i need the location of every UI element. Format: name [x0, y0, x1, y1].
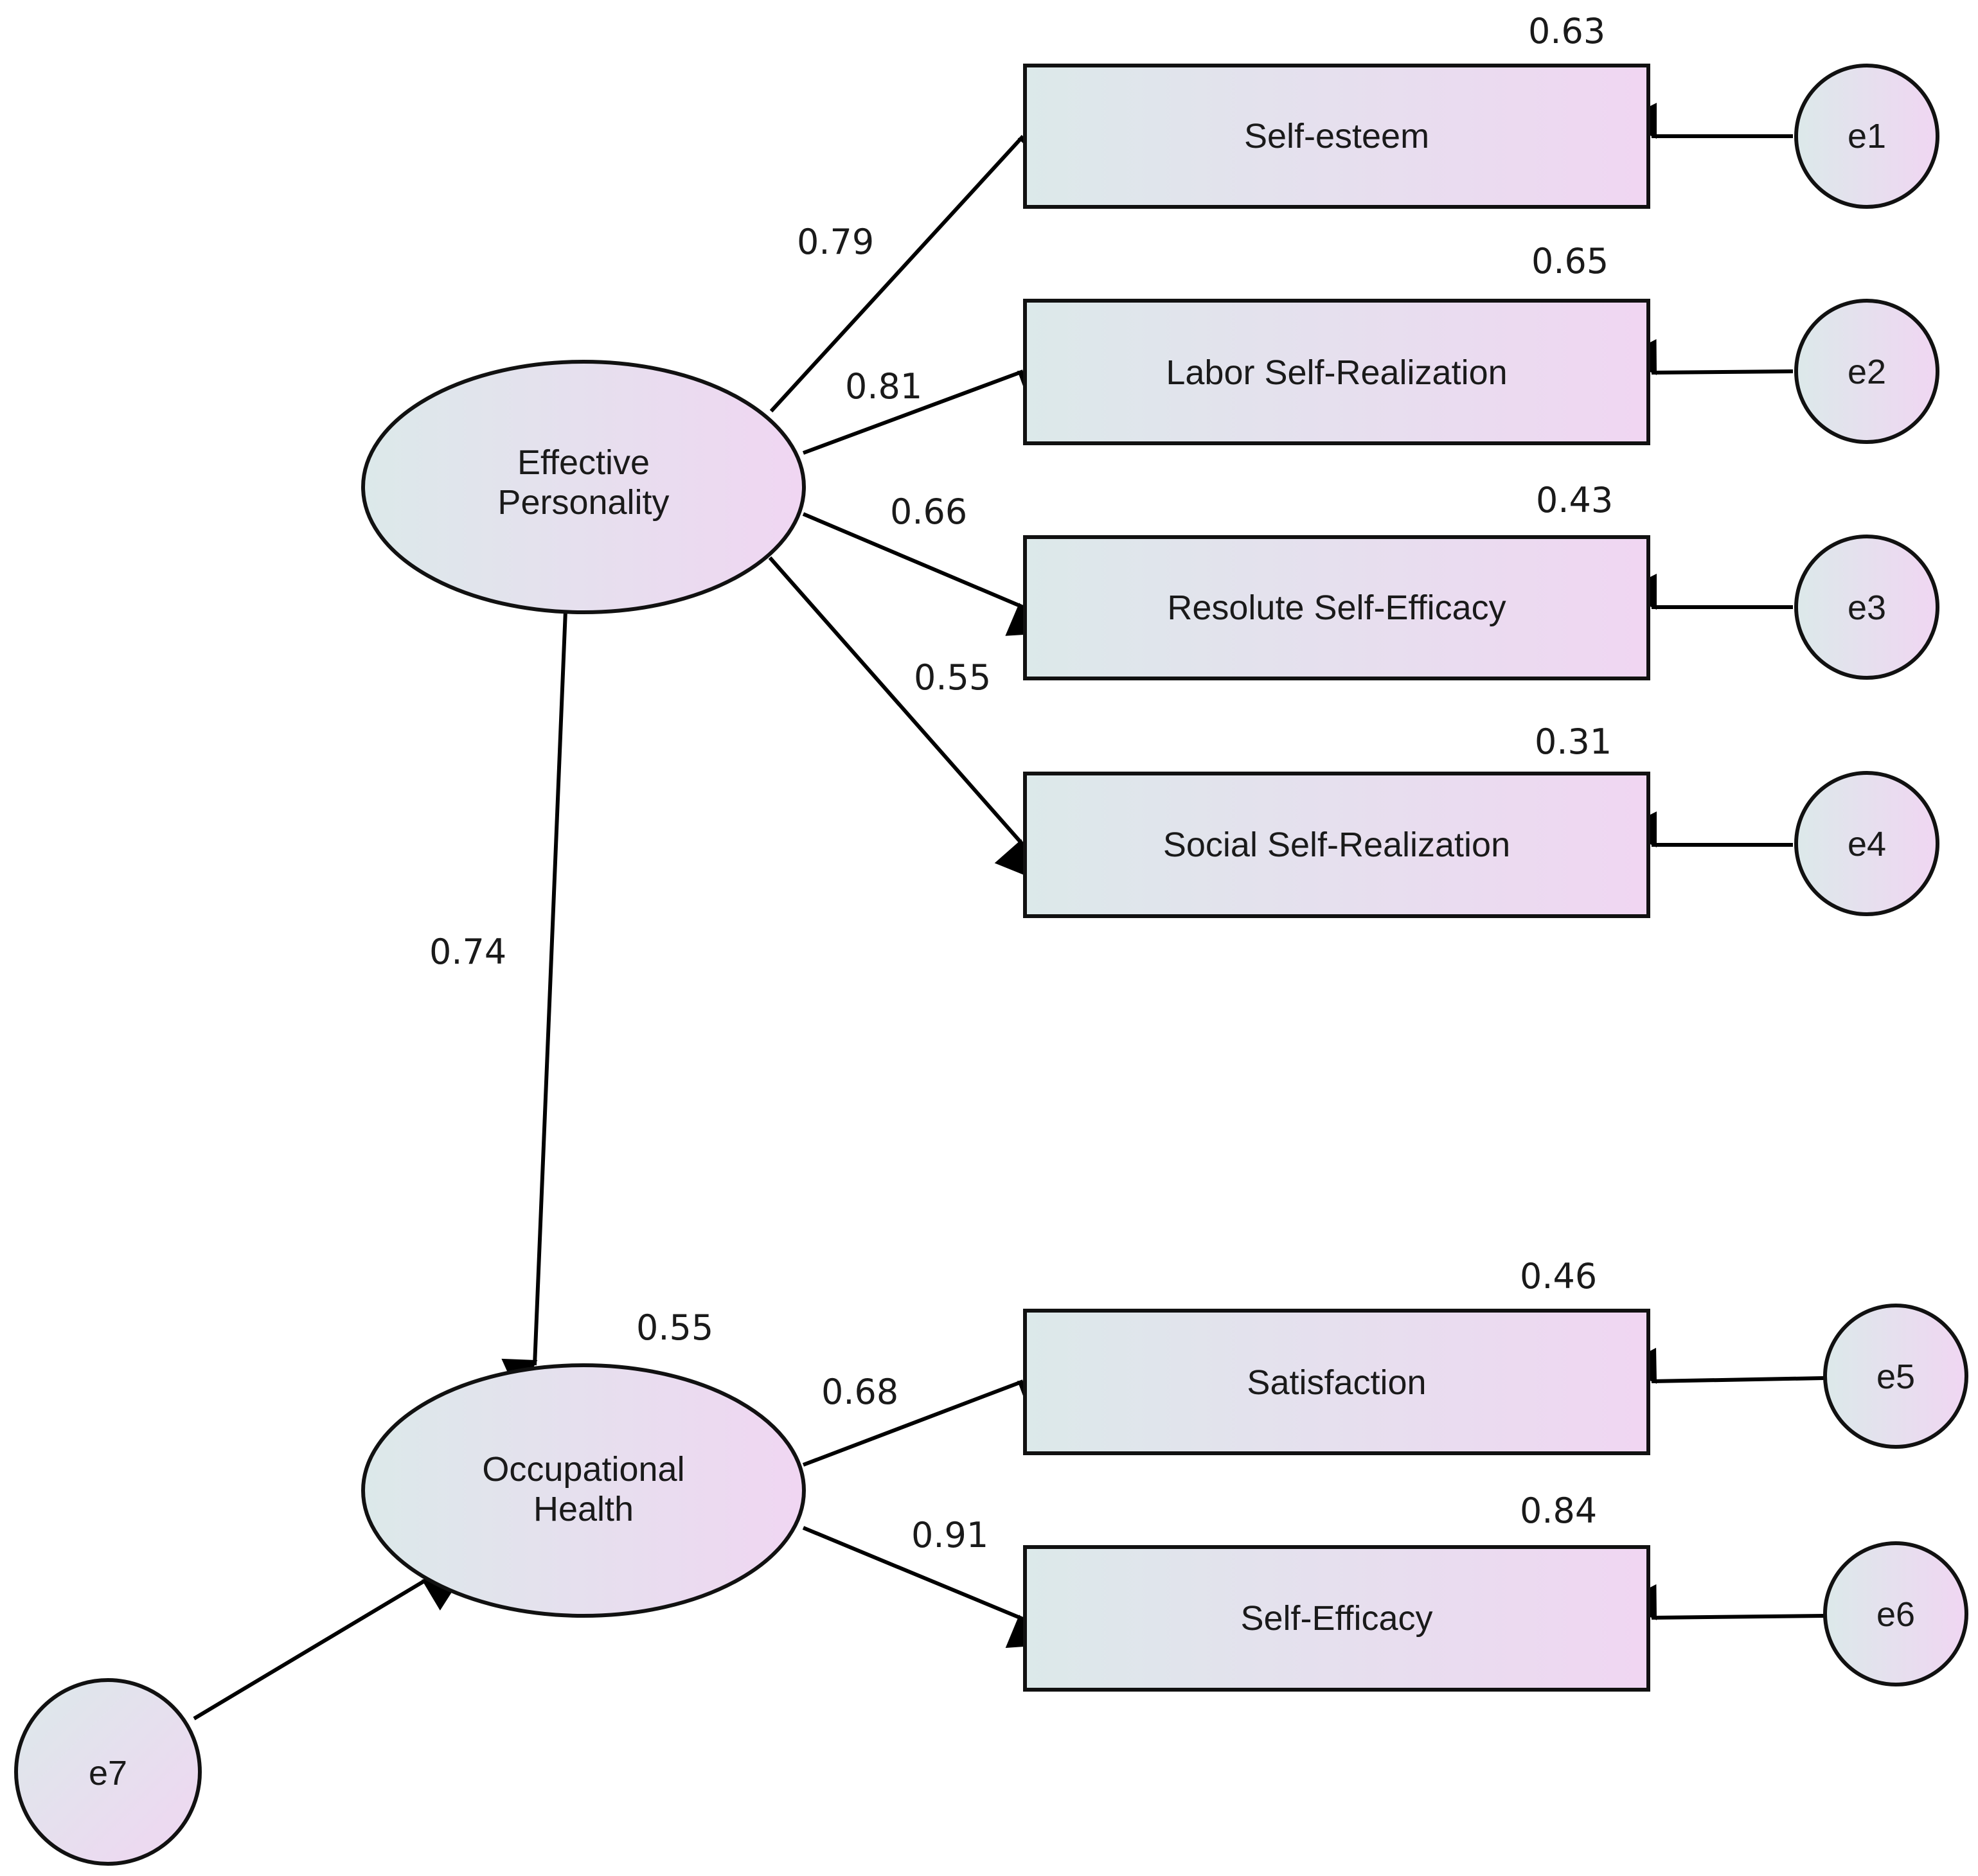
- loading-self-esteem: 0.79: [797, 222, 874, 262]
- r2-labor-self-realization: 0.65: [1531, 241, 1608, 281]
- latent-effective-personality-label-line2: Personality: [497, 483, 669, 522]
- path-coefficient-ep-oh: 0.74: [429, 932, 506, 972]
- indicator-satisfaction-label: Satisfaction: [1247, 1363, 1426, 1402]
- loading-self-efficacy: 0.91: [911, 1515, 988, 1555]
- indicator-social-self-realization: Social Self-Realization: [1023, 772, 1650, 918]
- indicator-self-efficacy: Self-Efficacy: [1023, 1545, 1650, 1692]
- error-e1: e1: [1794, 64, 1939, 209]
- indicator-self-esteem-label: Self-esteem: [1244, 117, 1429, 155]
- indicator-resolute-self-efficacy: Resolute Self-Efficacy: [1023, 535, 1650, 680]
- error-e7-label: e7: [89, 1754, 127, 1792]
- latent-occupational-health-label-line1: Occupational: [482, 1450, 684, 1489]
- latent-effective-personality: Effective Personality: [361, 360, 806, 614]
- path-oh-to-satisfaction: [802, 1379, 1058, 1467]
- indicator-self-efficacy-label: Self-Efficacy: [1240, 1599, 1432, 1638]
- r2-occupational-health: 0.55: [636, 1307, 713, 1348]
- latent-occupational-health-label-line2: Health: [533, 1490, 634, 1528]
- r2-self-efficacy: 0.84: [1520, 1491, 1597, 1531]
- path-e7-to-occupational-health: [193, 1576, 462, 1721]
- path-oh-to-self-efficacy: [802, 1526, 1046, 1648]
- latent-occupational-health: Occupational Health: [361, 1363, 806, 1618]
- path-ep-to-self-esteem: [769, 123, 1056, 413]
- error-e5: e5: [1823, 1304, 1968, 1449]
- error-e2-label: e2: [1848, 353, 1886, 391]
- error-e3: e3: [1794, 535, 1939, 680]
- error-e4: e4: [1794, 771, 1939, 916]
- indicator-resolute-self-efficacy-label: Resolute Self-Efficacy: [1167, 588, 1506, 627]
- loading-resolute-self-efficacy: 0.66: [890, 491, 967, 532]
- latent-effective-personality-label-line1: Effective: [517, 443, 650, 482]
- error-e6-label: e6: [1876, 1595, 1915, 1634]
- loading-satisfaction: 0.68: [821, 1372, 898, 1412]
- error-e3-label: e3: [1848, 588, 1886, 627]
- coefficients: 0.79 0.81 0.66 0.55 0.74 0.55 0.68 0.91 …: [429, 11, 1613, 1555]
- error-e6: e6: [1823, 1541, 1968, 1686]
- loading-labor-self-realization: 0.81: [845, 366, 922, 407]
- r2-satisfaction: 0.46: [1520, 1256, 1597, 1296]
- path-e2-to-labor-self-realization: [1620, 339, 1794, 375]
- path-ep-to-labor-self-realization: [802, 369, 1058, 455]
- r2-social-self-realization: 0.31: [1535, 721, 1612, 762]
- error-e2: e2: [1794, 299, 1939, 444]
- error-e4-label: e4: [1848, 825, 1886, 863]
- error-e7: e7: [14, 1678, 202, 1866]
- indicator-satisfaction: Satisfaction: [1023, 1309, 1650, 1455]
- path-ep-to-occupational-health: [501, 610, 567, 1395]
- r2-self-esteem: 0.63: [1528, 11, 1605, 51]
- path-e5-to-satisfaction: [1620, 1347, 1824, 1384]
- path-e6-to-self-efficacy: [1620, 1584, 1824, 1620]
- loading-social-self-realization: 0.55: [914, 657, 991, 698]
- error-e5-label: e5: [1876, 1358, 1915, 1396]
- paths: [193, 103, 1824, 1721]
- path-ep-to-resolute-self-efficacy: [802, 512, 1046, 636]
- path-ep-to-social-self-realization: [768, 556, 1032, 878]
- indicator-social-self-realization-label: Social Self-Realization: [1163, 826, 1510, 864]
- indicator-self-esteem: Self-esteem: [1023, 64, 1650, 209]
- error-e1-label: e1: [1848, 117, 1886, 155]
- indicator-labor-self-realization-label: Labor Self-Realization: [1166, 353, 1507, 392]
- indicator-labor-self-realization: Labor Self-Realization: [1023, 299, 1650, 445]
- r2-resolute-self-efficacy: 0.43: [1536, 480, 1613, 520]
